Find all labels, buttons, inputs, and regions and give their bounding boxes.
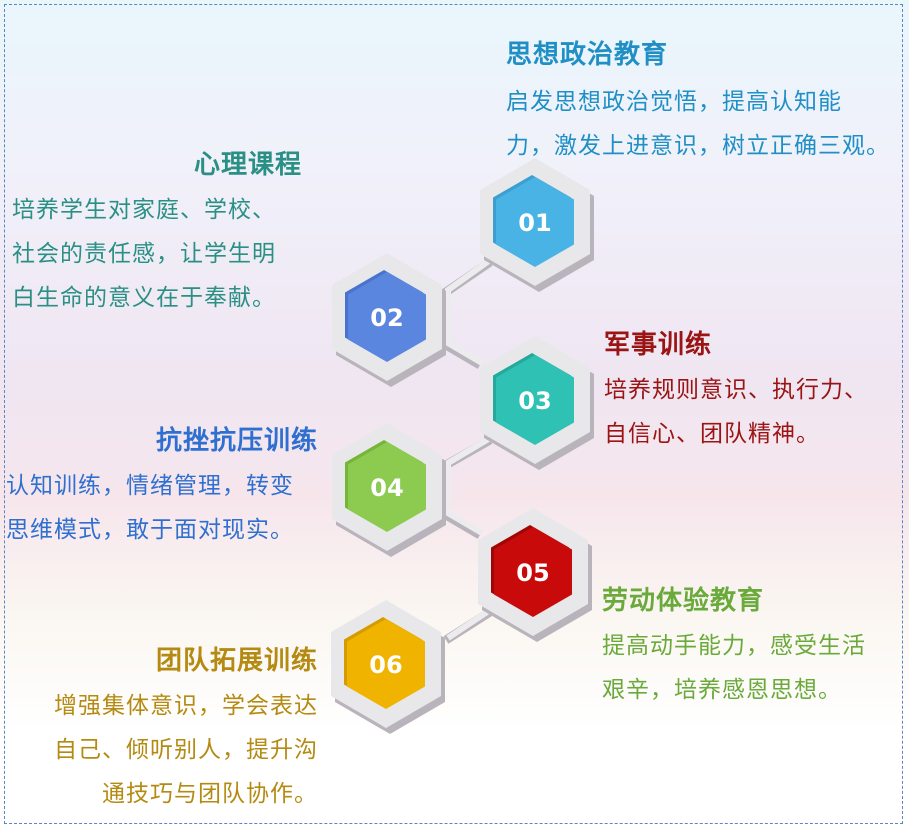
item-02-desc-line-2: 社会的责任感，让学生明 <box>12 241 276 267</box>
item-02-title: 心理课程 <box>193 150 302 180</box>
item-04-text: 抗挫抗压训练 认知训练，情绪管理，转变 思维模式，敢于面对现实。 <box>6 424 318 552</box>
connector-lines-light <box>445 257 492 641</box>
item-02-desc-line-1: 培养学生对家庭、学校、 <box>12 197 276 223</box>
hex-01: 01 <box>480 158 594 292</box>
hex-04-number: 04 <box>370 474 403 502</box>
hex-02-number: 02 <box>370 304 403 332</box>
item-03-desc-line-2: 自信心、团队精神。 <box>604 421 820 447</box>
item-01-desc-line-2: 力，激发上进意识，树立正确三观。 <box>506 133 890 159</box>
item-05-desc-line-1: 提高动手能力，感受生活 <box>602 633 866 659</box>
item-01-text: 思想政治教育 启发思想政治觉悟，提高认知能 力，激发上进意识，树立正确三观。 <box>506 38 906 168</box>
item-06-desc-line-2: 自己、倾听别人，提升沟 <box>54 737 318 763</box>
hex-05-number: 05 <box>516 559 549 587</box>
hex-03: 03 <box>480 336 594 470</box>
item-02-desc-line-3: 白生命的意义在于奉献。 <box>12 285 276 311</box>
item-04-desc-line-1: 认知训练，情绪管理，转变 <box>6 473 294 499</box>
item-06-title: 团队拓展训练 <box>155 646 318 676</box>
hex-06: 06 <box>331 600 445 734</box>
item-01-title: 思想政治教育 <box>506 40 669 70</box>
hex-01-number: 01 <box>518 209 551 237</box>
item-03-title: 军事训练 <box>604 330 713 360</box>
item-05-title: 劳动体验教育 <box>602 586 765 616</box>
item-06-desc-line-1: 增强集体意识，学会表达 <box>54 693 318 719</box>
item-05-text: 劳动体验教育 提高动手能力，感受生活 艰辛，培养感恩思想。 <box>602 584 902 712</box>
hex-05: 05 <box>478 508 592 642</box>
hex-04: 04 <box>332 423 446 557</box>
dashed-frame <box>4 4 903 824</box>
hex-03-number: 03 <box>518 387 551 415</box>
item-01-desc-line-1: 启发思想政治觉悟，提高认知能 <box>506 89 842 115</box>
item-04-title: 抗挫抗压训练 <box>155 426 318 456</box>
item-04-desc-line-2: 思维模式，敢于面对现实。 <box>6 517 294 543</box>
item-06-text: 团队拓展训练 增强集体意识，学会表达 自己、倾听别人，提升沟 通技巧与团队协作。 <box>20 644 318 816</box>
hex-02: 02 <box>332 253 446 387</box>
item-06-desc-line-3: 通技巧与团队协作。 <box>102 781 318 807</box>
item-03-desc-line-1: 培养规则意识、执行力、 <box>604 377 868 403</box>
item-02-text: 心理课程 培养学生对家庭、学校、 社会的责任感，让学生明 白生命的意义在于奉献。 <box>12 148 302 320</box>
item-03-text: 军事训练 培养规则意识、执行力、 自信心、团队精神。 <box>604 328 904 456</box>
item-05-desc-line-2: 艰辛，培养感恩思想。 <box>602 677 842 703</box>
hex-06-number: 06 <box>369 651 402 679</box>
